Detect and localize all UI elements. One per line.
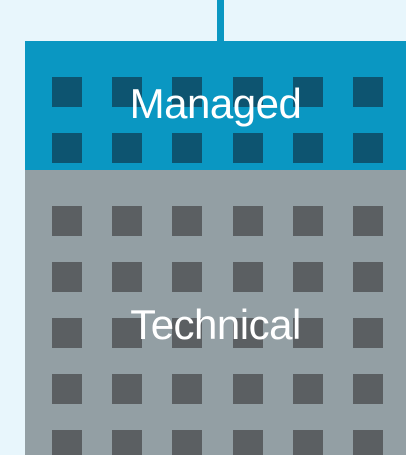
- window-square: [353, 318, 383, 348]
- window-square: [293, 430, 323, 455]
- window-square: [172, 133, 202, 163]
- window-square: [112, 430, 142, 455]
- window-square: [353, 77, 383, 107]
- window-square: [353, 430, 383, 455]
- tier-stack: Managed Technical: [25, 41, 406, 455]
- window-square: [52, 374, 82, 404]
- window-square: [293, 133, 323, 163]
- window-square: [233, 133, 263, 163]
- window-square: [172, 430, 202, 455]
- window-square: [172, 374, 202, 404]
- window-square: [172, 318, 202, 348]
- window-square: [353, 262, 383, 292]
- connector-line: [217, 0, 224, 41]
- window-square: [52, 77, 82, 107]
- window-square: [112, 262, 142, 292]
- window-square: [172, 206, 202, 236]
- window-square: [112, 318, 142, 348]
- technical-tier: Technical: [25, 170, 406, 455]
- window-square: [293, 318, 323, 348]
- window-square: [52, 262, 82, 292]
- window-square: [112, 77, 142, 107]
- window-square: [353, 133, 383, 163]
- window-square: [112, 374, 142, 404]
- window-square: [52, 318, 82, 348]
- window-square: [233, 430, 263, 455]
- window-square: [172, 262, 202, 292]
- window-square: [112, 133, 142, 163]
- window-square: [172, 77, 202, 107]
- window-square: [112, 206, 142, 236]
- technical-tier-label: Technical: [130, 301, 301, 348]
- window-square: [233, 206, 263, 236]
- window-square: [52, 206, 82, 236]
- window-square: [353, 374, 383, 404]
- window-square: [233, 318, 263, 348]
- window-square: [293, 77, 323, 107]
- window-square: [233, 77, 263, 107]
- window-square: [293, 374, 323, 404]
- managed-tier-label: Managed: [129, 80, 302, 127]
- window-square: [353, 206, 383, 236]
- managed-tier: Managed: [25, 41, 406, 170]
- window-square: [52, 133, 82, 163]
- window-square: [293, 206, 323, 236]
- window-square: [293, 262, 323, 292]
- window-square: [233, 374, 263, 404]
- window-square: [52, 430, 82, 455]
- window-square: [233, 262, 263, 292]
